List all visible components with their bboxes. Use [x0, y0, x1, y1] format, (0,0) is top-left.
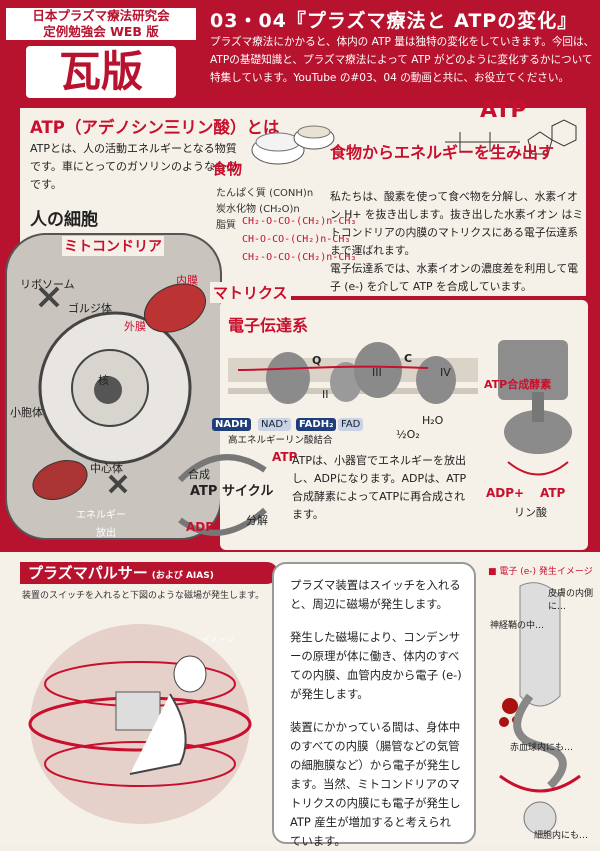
fadh2-label: FADH₂	[296, 418, 337, 431]
carb-formula: 炭水化物 (CH₂O)n	[216, 204, 300, 215]
synthase-label: ATP合成酵素	[484, 378, 552, 391]
cell-illustration	[5, 233, 222, 540]
fat-label: 脂質	[216, 220, 236, 231]
etc-c: C	[404, 352, 413, 365]
synthase-atp-label: ATP	[540, 486, 566, 500]
nad-label: NAD⁺	[258, 418, 292, 431]
body-illustration	[499, 582, 581, 835]
atp-molecule-label: ATP	[480, 98, 527, 123]
etc-iv: IV	[440, 366, 451, 379]
atp-synthase-illustration	[504, 392, 572, 476]
food-heading: 食物	[212, 160, 243, 178]
magnetic-field-illustration	[28, 624, 252, 824]
nadh-label: NADH	[212, 418, 251, 431]
pulser-paragraph-3: 装置にかかっている間は、身体中のすべての内膜（腸管などの気管の細胞膜など）から電…	[290, 720, 461, 848]
cell-inner-label: 細胞内にも…	[534, 831, 589, 841]
pulser-speech-bubble: プラズマ装置はスイッチを入れると、周辺に磁場が発生します。 発生した磁場により、…	[272, 562, 476, 848]
fad-label: FAD	[338, 418, 364, 431]
etc-iii: III	[372, 366, 382, 379]
food-bowls-illustration	[251, 125, 335, 165]
pulser-heading-sub: (および AIAS)	[151, 571, 214, 581]
page-title: 03・04『プラズマ療法と ATPの変化』	[210, 10, 578, 32]
centrosome-label: 中心体	[90, 462, 123, 475]
energy-heading: 食物からエネルギーを生み出す	[330, 143, 555, 162]
adp-plus-label: ADP+	[486, 486, 525, 500]
energy-label: エネルギー	[76, 510, 126, 521]
oxygen-label: ½O₂	[396, 428, 420, 441]
etc-q: Q	[312, 354, 322, 367]
matrix-label: マトリクス	[210, 282, 291, 303]
atp-cycle-illustration	[177, 454, 267, 536]
etc-title: 電子伝達系	[228, 316, 309, 335]
fat-formula-1: CH₂-O-CO-(CH₂)n-CH₃	[242, 216, 357, 227]
cell-heading: 人の細胞	[30, 210, 98, 230]
outer-membrane-label: 外膜	[124, 320, 146, 333]
decomp-label: 分解	[246, 514, 268, 527]
protein-formula: たんぱく質 (CONH)n	[216, 188, 314, 199]
atp-molecule-structure	[445, 119, 577, 155]
brand-line1: 日本プラズマ療法研究会	[6, 8, 196, 24]
cycle-adp-label: ADP	[186, 520, 215, 534]
fat-formula-2: CH-O-CO-(CH₂)n-CH₃	[242, 234, 351, 245]
body-image-heading: ■ 電子 (e-) 発生イメージ	[488, 567, 593, 577]
nerve-label: 神経鞘の中…	[490, 621, 545, 631]
brand-title: 瓦版	[26, 46, 176, 98]
energy-paragraph-1: 私たちは、酸素を使って食べ物を分解し、水素イオン H+ を抜き出します。抜き出し…	[330, 190, 584, 257]
brand-block: 日本プラズマ療法研究会 定例勉強会 WEB 版 瓦版	[6, 8, 196, 106]
mitochondria-label: ミトコンドリア	[62, 236, 164, 256]
pulser-heading-text: プラズマパルサー	[28, 564, 148, 582]
atp-heading: ATP（アデノシン三リン酸）とは	[30, 118, 280, 137]
golgi-label: ゴルジ体	[68, 302, 112, 315]
inner-membrane-label: 内膜	[176, 274, 198, 287]
fat-formula-3: CH₂-O-CO-(CH₂)n-CH₃	[242, 252, 357, 263]
h2o-label: H₂O	[422, 414, 444, 427]
pulser-paragraph-2: 発生した磁場により、コンデンサーの原理が体に働き、体内のすべての内膜、血管内皮か…	[290, 630, 462, 701]
pulser-subtitle: 装置のスイッチを入れると下図のような磁場が発生します。	[22, 591, 265, 601]
ribosome-label: リボソーム	[20, 278, 75, 291]
pulser-heading: プラズマパルサー(および AIAS)	[20, 562, 278, 584]
atp-cycle-description: ATPは、小器官でエネルギーを放出し、ADPになります。ADPは、ATP合成酵素…	[292, 454, 467, 521]
image-label: イメージ	[202, 635, 234, 644]
rbc-label: 赤血球内にも…	[510, 743, 574, 753]
energy-paragraph-2: 電子伝達系では、水素イオンの濃度差を利用して電子 (e-) を介して ATP を…	[330, 262, 579, 293]
nucleus-label: 核	[98, 374, 109, 387]
release-label: 放出	[96, 528, 116, 539]
vesicle-label: 小胞体	[10, 406, 43, 419]
etc-membrane-diagram	[228, 340, 568, 404]
atp-description: ATPとは、人の活動エネルギーとなる物質です。車にとってのガソリンのようなもので…	[30, 142, 238, 191]
atp-cycle-label: ATP サイクル	[190, 484, 274, 499]
brand-line2: 定例勉強会 WEB 版	[6, 24, 196, 40]
energy-body: 私たちは、酸素を使って食べ物を分解し、水素イオン H+ を抜き出します。抜き出し…	[330, 188, 585, 296]
phosphate-label: リン酸	[514, 506, 547, 519]
pulser-paragraph-1: プラズマ装置はスイッチを入れると、周辺に磁場が発生します。	[290, 578, 461, 611]
etc-ii: II	[322, 388, 329, 401]
intro-text: プラズマ療法にかかると、体内の ATP 量は独特の変化をしていきます。今回は、A…	[210, 36, 595, 84]
high-energy-label: 高エネルギーリン酸結合	[228, 435, 333, 446]
skin-label: 皮膚の内側に…	[548, 589, 594, 612]
synth-label: 合成	[188, 468, 210, 481]
cycle-atp-label: ATP	[272, 450, 298, 464]
